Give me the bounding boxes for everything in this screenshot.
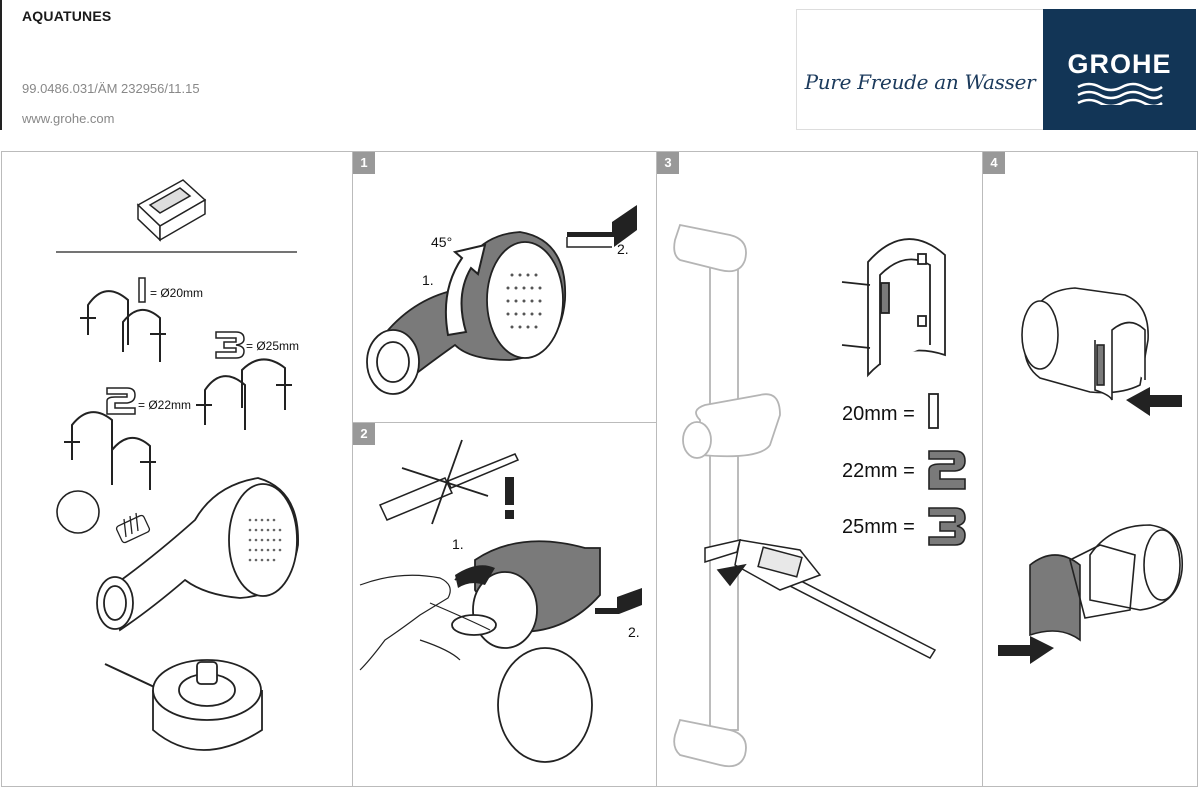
step-2-sub-b: 2. bbox=[628, 624, 640, 640]
step-4-badge: 4 bbox=[983, 152, 1005, 174]
logo-waves-icon bbox=[1077, 82, 1163, 105]
instruction-frame bbox=[1, 151, 1198, 787]
step-2-sub-a: 1. bbox=[452, 536, 464, 552]
size-row-22: 22mm = bbox=[842, 460, 915, 482]
size-row-20: 20mm = bbox=[842, 403, 915, 425]
header-rule bbox=[0, 0, 2, 130]
step-1-sub-b: 2. bbox=[617, 241, 629, 257]
document-code: 99.0486.031/ÄM 232956/11.15 bbox=[22, 81, 200, 96]
logo-text: GROHE bbox=[1067, 49, 1172, 79]
divider bbox=[982, 151, 983, 787]
step-3-badge: 3 bbox=[657, 152, 679, 174]
divider bbox=[656, 151, 657, 787]
brand-slogan-box: Pure Freude an Wasser bbox=[796, 9, 1044, 130]
step-2-badge: 2 bbox=[353, 423, 375, 445]
step-1-badge: 1 bbox=[353, 152, 375, 174]
step-1-sub-a: 1. bbox=[422, 272, 434, 288]
product-title: AQUATUNES bbox=[22, 8, 112, 24]
brand-slogan: Pure Freude an Wasser bbox=[804, 70, 1036, 94]
website-link[interactable]: www.grohe.com bbox=[22, 111, 115, 126]
size-label-22: = Ø22mm bbox=[138, 398, 192, 412]
divider bbox=[352, 422, 656, 423]
grohe-logo: GROHE bbox=[1043, 9, 1196, 130]
angle-label: 45° bbox=[431, 234, 453, 250]
divider bbox=[352, 151, 353, 787]
size-row-25: 25mm = bbox=[842, 516, 915, 538]
size-label-20: = Ø20mm bbox=[150, 286, 204, 300]
size-label-25: = Ø25mm bbox=[246, 339, 300, 353]
